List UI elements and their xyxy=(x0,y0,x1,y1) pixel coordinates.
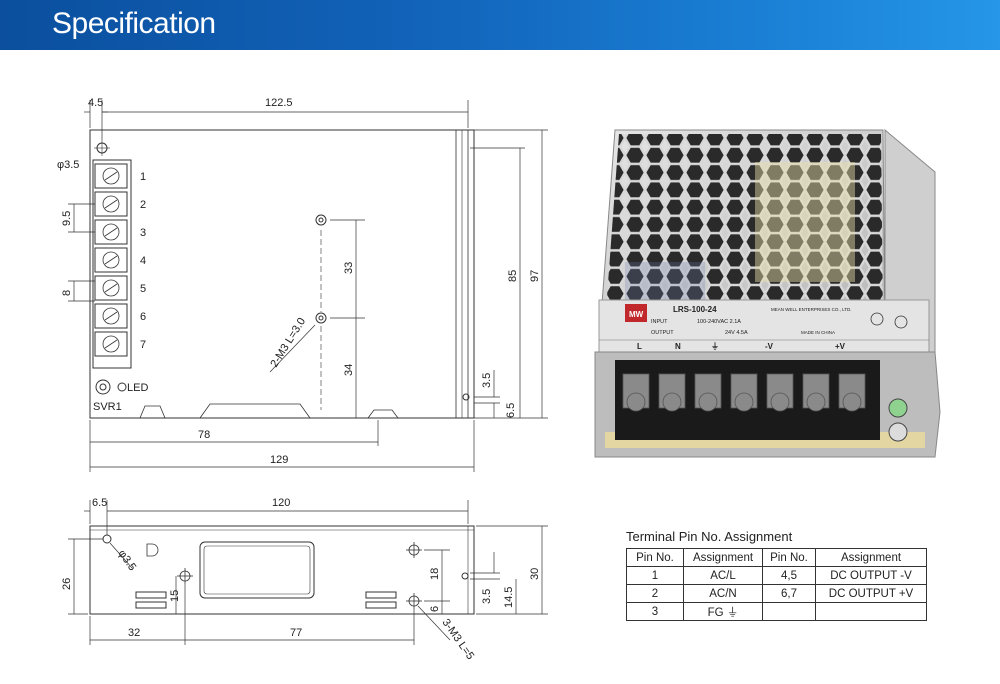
table-row: 1 AC/L 4,5 DC OUTPUT -V xyxy=(626,566,927,585)
table-cell: 4,5 xyxy=(762,566,816,585)
svg-text:MW: MW xyxy=(629,310,644,319)
terminal-number: 2 xyxy=(140,199,146,211)
side-window xyxy=(199,541,315,599)
table-cell: FG ⏚ xyxy=(683,602,763,621)
dim-front-top-width: 122.5 xyxy=(265,97,293,109)
mount-hole xyxy=(177,542,422,609)
dim-77: 77 xyxy=(290,627,302,639)
dim-screw-spec: 2-M3 L=3.0 xyxy=(268,316,308,370)
table-header-row: Pin No. Assignment Pin No. Assignment xyxy=(626,548,927,567)
front-outline xyxy=(89,129,475,419)
dim-gap: 8 xyxy=(61,290,73,296)
svr-label: SVR1 xyxy=(93,401,122,413)
front-view-drawing: 4.5 122.5 φ3.5 9.5 8 2-M3 L=3.0 33 34 85… xyxy=(57,97,548,472)
pin-assignment-table: Pin No. Assignment Pin No. Assignment 1 … xyxy=(626,548,927,621)
column-header: Pin No. xyxy=(762,548,816,567)
dim-side-3-5: 3.5 xyxy=(481,589,493,604)
pin-table-caption: Terminal Pin No. Assignment xyxy=(626,529,793,544)
dim-15: 15 xyxy=(169,590,181,602)
photo-terminal-label: N xyxy=(675,342,681,351)
terminal-number: 1 xyxy=(140,171,146,183)
side-outline xyxy=(89,525,475,615)
dim-hole-dia: φ3.5 xyxy=(57,159,79,171)
dim-78: 78 xyxy=(198,429,210,441)
mount-hole xyxy=(94,140,110,156)
dim-85: 85 xyxy=(507,270,519,282)
dim-30: 30 xyxy=(529,568,541,580)
led-icon xyxy=(117,382,127,392)
page-title: Specification xyxy=(52,7,216,40)
terminal-number: 3 xyxy=(140,227,146,239)
table-row: 2 AC/N 6,7 DC OUTPUT +V xyxy=(626,584,927,603)
photo-terminal-label: +V xyxy=(835,342,846,351)
photo-output-label: OUTPUT xyxy=(651,330,674,336)
terminal-number: 5 xyxy=(140,283,146,295)
screw-hole xyxy=(315,214,327,324)
table-row: 3 FG ⏚ xyxy=(626,602,927,621)
dim-18: 18 xyxy=(429,568,441,580)
table-cell: 6,7 xyxy=(762,584,816,603)
dim-32: 32 xyxy=(128,627,140,639)
dim-side-left-offset: 6.5 xyxy=(92,497,107,509)
photo-terminal-label: L xyxy=(637,342,642,351)
dim-34: 34 xyxy=(343,364,355,376)
dim-6: 6 xyxy=(429,606,441,612)
photo-made-in: MADE IN CHINA xyxy=(801,330,835,335)
dim-6-5: 6.5 xyxy=(505,403,517,418)
table-cell: 1 xyxy=(626,566,684,585)
photo-input-value: 100-240VAC 2.1A xyxy=(697,319,741,325)
led-label: LED xyxy=(127,382,148,394)
dim-14-5: 14.5 xyxy=(503,587,515,608)
column-header: Assignment xyxy=(683,548,763,567)
photo-model: LRS-100-24 xyxy=(673,305,717,314)
dim-3-5: 3.5 xyxy=(481,373,493,388)
side-view-drawing: 6.5 120 φ3.5 26 15 18 6 3.5 14.5 30 32 7… xyxy=(61,497,548,662)
photo-terminal-label: -V xyxy=(765,342,774,351)
terminal-number: 6 xyxy=(140,311,146,323)
dim-side-screw: 3-M3 L=5 xyxy=(440,617,477,662)
terminal-block xyxy=(94,163,128,357)
photo-input-label: INPUT xyxy=(651,319,668,325)
dim-33: 33 xyxy=(343,262,355,274)
svr-knob xyxy=(95,379,111,395)
dim-side-top-width: 120 xyxy=(272,497,290,509)
product-photo: MW LRS-100-24 MEAN WELL ENTERPRISES CO.,… xyxy=(594,128,941,458)
table-cell: AC/L xyxy=(683,566,763,585)
dim-front-left-offset: 4.5 xyxy=(88,97,103,109)
column-header: Pin No. xyxy=(626,548,684,567)
dim-side-hole-dia: φ3.5 xyxy=(116,548,139,573)
column-header: Assignment xyxy=(815,548,927,567)
photo-terminal-screws xyxy=(622,373,866,412)
dim-97: 97 xyxy=(529,270,541,282)
dim-pitch: 9.5 xyxy=(61,211,73,226)
table-cell: 3 xyxy=(626,602,684,621)
photo-output-value: 24V 4.5A xyxy=(725,330,748,336)
photo-terminal-label: ⏚ xyxy=(711,342,719,351)
header-bar: Specification xyxy=(0,0,1000,50)
table-cell xyxy=(762,602,816,621)
table-cell: DC OUTPUT +V xyxy=(815,584,927,603)
table-cell: 2 xyxy=(626,584,684,603)
photo-brand: MEAN WELL ENTERPRISES CO., LTD. xyxy=(771,307,852,312)
dim-26: 26 xyxy=(61,578,73,590)
terminal-number: 7 xyxy=(140,339,146,351)
dim-129: 129 xyxy=(270,454,288,466)
table-cell: DC OUTPUT -V xyxy=(815,566,927,585)
table-cell xyxy=(815,602,927,621)
table-cell: AC/N xyxy=(683,584,763,603)
terminal-number: 4 xyxy=(140,255,146,267)
